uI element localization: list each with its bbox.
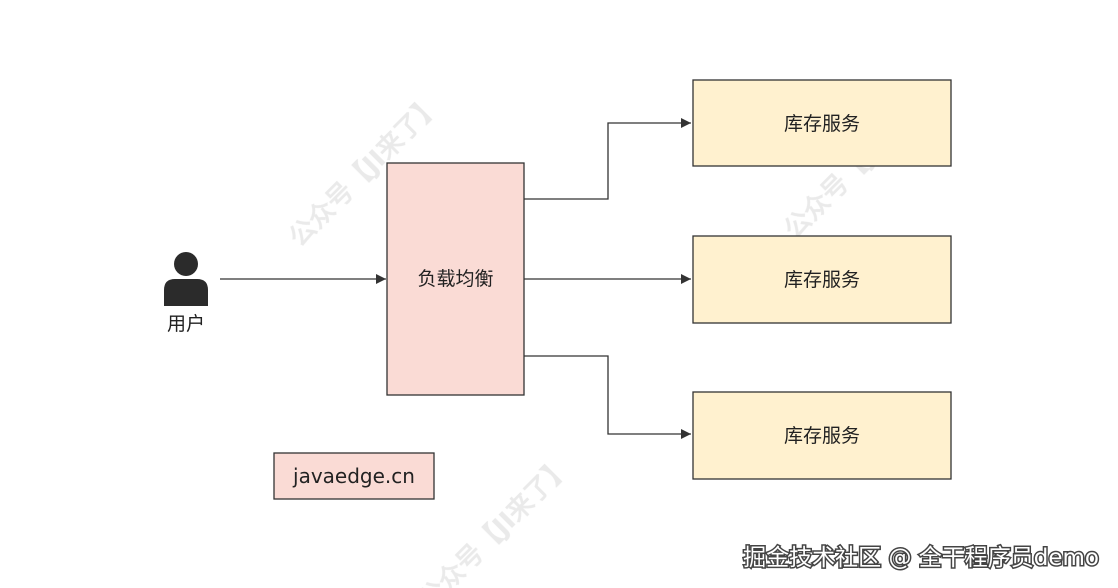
site-label-box (273, 452, 435, 500)
service-label-3: 库存服务 (784, 425, 860, 447)
footer-credit: 掘金技术社区 @ 全干程序员demo (743, 545, 1099, 571)
arrow-to-service-1 (524, 118, 691, 200)
service-box-3 (692, 391, 952, 480)
service-label-1: 库存服务 (784, 113, 860, 135)
service-box-2 (692, 235, 952, 324)
watermark-text-3: 公众号【JI来了】 (414, 451, 578, 588)
service-box-1 (692, 79, 952, 167)
user-icon (164, 252, 208, 306)
load-balancer-label: 负载均衡 (417, 268, 493, 290)
arrow-to-service-3 (524, 355, 691, 439)
service-label-2: 库存服务 (784, 269, 860, 291)
site-label-text: javaedge.cn (292, 464, 415, 488)
load-balancer-box (386, 162, 525, 396)
user-label: 用户 (167, 313, 205, 335)
